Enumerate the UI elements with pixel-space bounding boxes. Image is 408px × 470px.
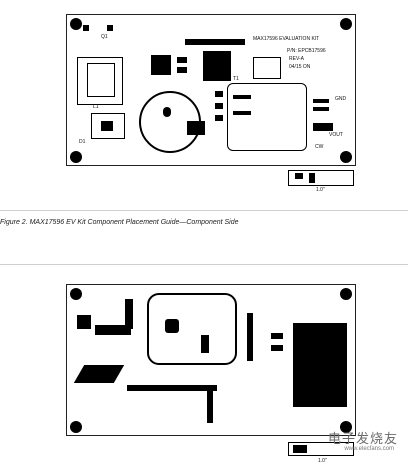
controller-outline [147, 293, 237, 365]
label-vout: VOUT [329, 132, 343, 138]
kit-title: MAX17596 EVALUATION KIT [253, 36, 320, 42]
pcb-bottom-board [66, 284, 356, 436]
output-outline [227, 83, 307, 151]
mounting-hole [70, 421, 82, 433]
scale-box-bottom [288, 442, 354, 456]
d1-body [101, 121, 113, 131]
date-code: 04/15 ON [289, 64, 311, 70]
divider [0, 210, 408, 211]
pad [313, 107, 329, 111]
mounting-hole [340, 151, 352, 163]
label-cw: CW [315, 144, 324, 150]
scale-label-bottom: 1.0" [318, 458, 327, 464]
label-d1: D1 [79, 139, 86, 145]
scale-box-top [288, 170, 354, 186]
revision: REV-A [289, 56, 305, 62]
pad [215, 115, 223, 121]
pad [177, 67, 187, 73]
mounting-hole [340, 288, 352, 300]
mounting-hole [70, 151, 82, 163]
watermark-url: www.elecfans.com [344, 446, 394, 452]
pad [107, 25, 113, 31]
mounting-hole [340, 421, 352, 433]
output-copper [293, 323, 347, 407]
scale-block [293, 445, 307, 453]
capacitor-pin [163, 107, 171, 117]
mounting-hole [70, 18, 82, 30]
mounting-hole [340, 18, 352, 30]
pad [313, 123, 333, 131]
pad [187, 121, 205, 135]
copper-pad [77, 315, 91, 329]
copper-trace [127, 385, 217, 391]
pad [83, 25, 89, 31]
label-gnd: GND [335, 96, 347, 102]
pad [215, 103, 223, 109]
part-number: P/N: EPCB17596 [287, 48, 326, 54]
label-l1: L1 [93, 104, 99, 110]
header-row [185, 39, 245, 45]
copper-trace [247, 313, 253, 361]
figure-caption: Figure 2. MAX17596 EV Kit Component Plac… [0, 219, 239, 226]
copper-pad [125, 299, 133, 329]
u1-footprint [253, 57, 281, 79]
pad [151, 55, 171, 75]
copper-trace [207, 391, 213, 423]
copper-pad [271, 345, 283, 351]
label-q1: Q1 [101, 34, 108, 40]
pad [177, 57, 187, 63]
mounting-hole [70, 288, 82, 300]
copper-pad [271, 333, 283, 339]
divider [0, 264, 408, 265]
copper-pour [73, 365, 125, 383]
scale-label-top: 1.0" [316, 187, 325, 193]
watermark-text: 电子发烧友 [327, 432, 398, 447]
pcb-top-board: Q1 L1 D1 T1 MAX17596 EVALUATION KIT P/N:… [66, 14, 356, 166]
pad [215, 91, 223, 97]
copper-pad [201, 335, 209, 353]
pad [233, 95, 251, 99]
copper-pad [95, 325, 131, 335]
transformer-t1 [203, 51, 231, 81]
pad [233, 111, 251, 115]
pad [313, 99, 329, 103]
q1-tab [87, 63, 115, 97]
scale-block [309, 173, 315, 183]
label-t1: T1 [233, 76, 239, 82]
controller-pad [165, 319, 179, 333]
scale-block [295, 173, 303, 179]
